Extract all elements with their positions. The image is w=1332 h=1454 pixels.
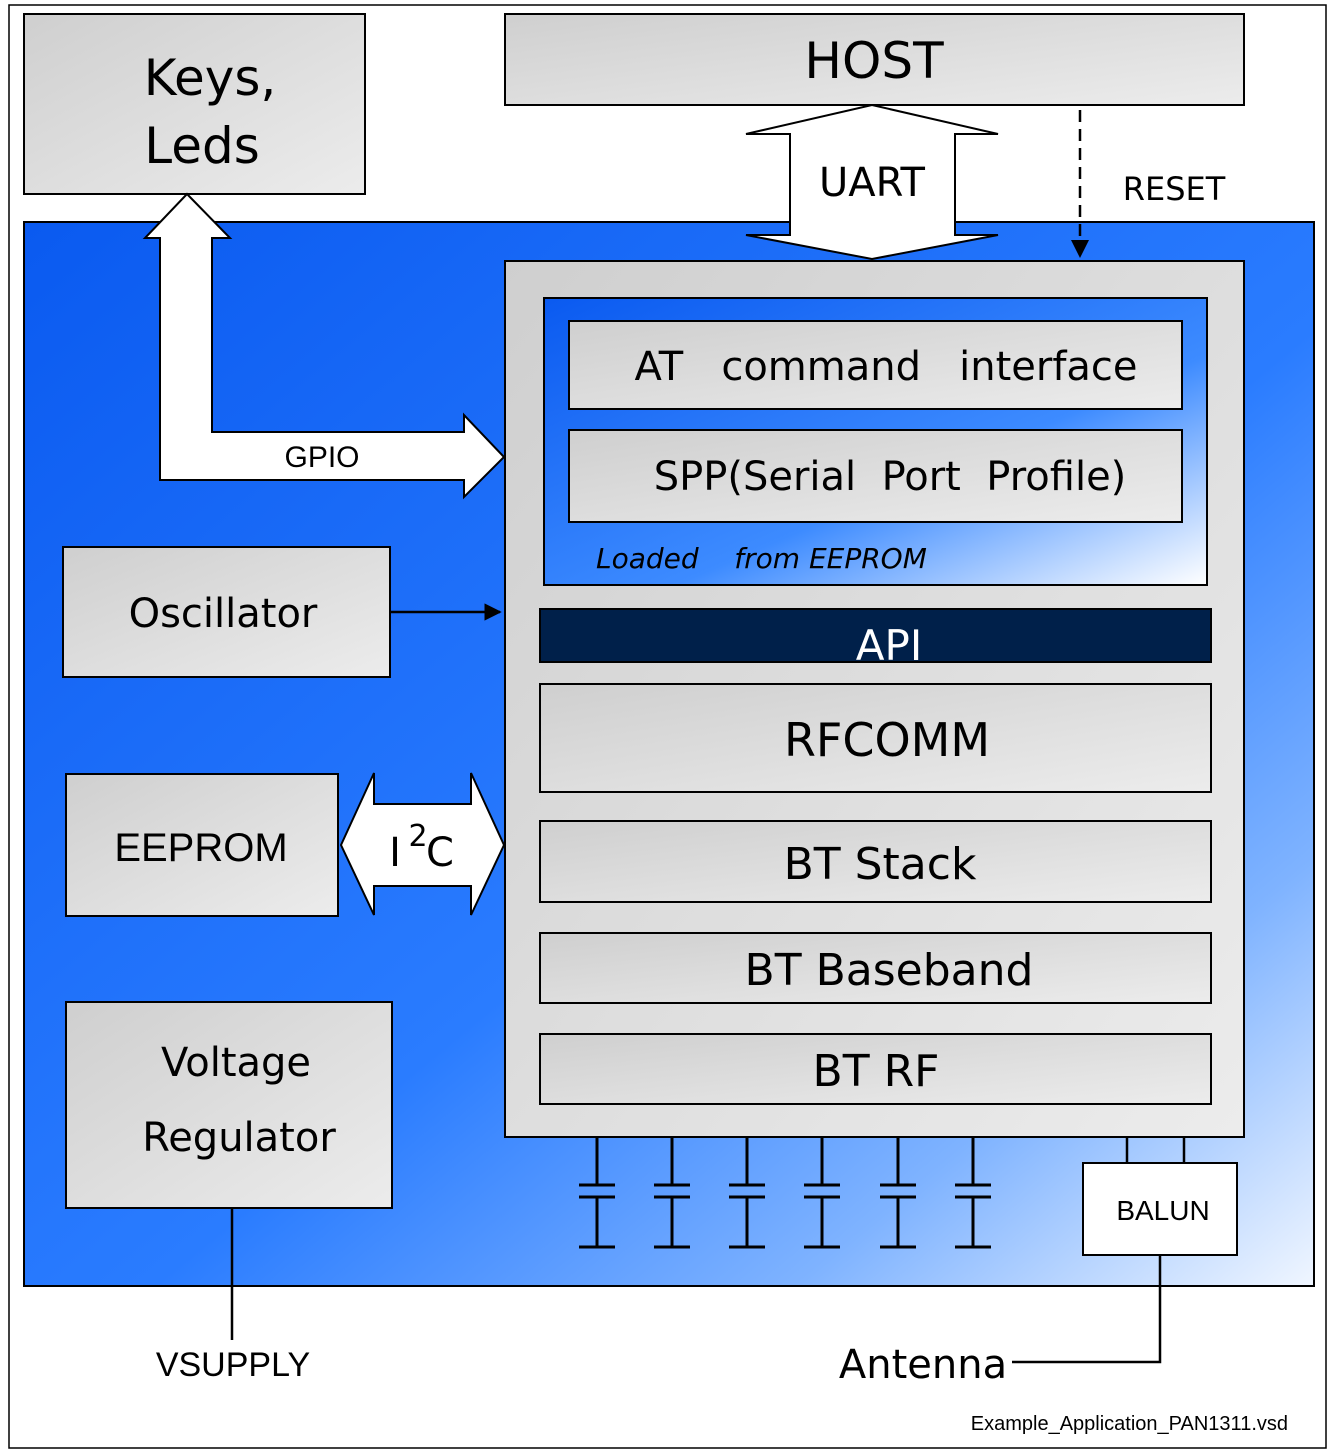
spp-label: SPP(Serial Port Profile) bbox=[654, 454, 1127, 500]
i2c-label-c: C bbox=[426, 830, 454, 876]
capacitor-5 bbox=[880, 1137, 916, 1249]
filename-caption: Example_Application_PAN1311.vsd bbox=[971, 1413, 1288, 1435]
capacitor-6 bbox=[955, 1137, 991, 1249]
capacitor-2 bbox=[654, 1137, 690, 1249]
i2c-arrow: I 2 C bbox=[339, 772, 506, 916]
voltage-regulator-block: Voltage Regulator bbox=[65, 1001, 393, 1209]
rfcomm-label: RFCOMM bbox=[784, 713, 990, 767]
bt-rf-block: BT RF bbox=[539, 1033, 1212, 1105]
firmware-area: AT command interface SPP(Serial Port Pro… bbox=[543, 297, 1208, 586]
regulator-label: Regulator bbox=[142, 1115, 336, 1161]
spp-block bbox=[568, 429, 1183, 523]
reset-signal: RESET bbox=[1071, 110, 1226, 258]
api-bar: API bbox=[539, 608, 1212, 670]
uart-label: UART bbox=[819, 160, 926, 206]
bt-baseband-block: BT Baseband bbox=[539, 932, 1212, 1004]
at-command-label: AT command interface bbox=[634, 344, 1137, 390]
api-label: API bbox=[856, 621, 922, 670]
host-block: HOST bbox=[504, 13, 1245, 106]
host-label: HOST bbox=[804, 32, 944, 90]
capacitor-3 bbox=[729, 1137, 765, 1249]
balun-block: BALUN bbox=[1082, 1137, 1238, 1256]
antenna-line bbox=[1012, 1255, 1162, 1364]
rfcomm-block: RFCOMM bbox=[539, 683, 1212, 793]
uart-arrow: UART bbox=[745, 103, 999, 261]
at-command-block bbox=[568, 320, 1183, 410]
loaded-from-eeprom-note: Loaded from EEPROM bbox=[596, 542, 927, 575]
gpio-label: GPIO bbox=[284, 441, 359, 474]
reset-label: RESET bbox=[1123, 170, 1226, 208]
antenna-label: Antenna bbox=[839, 1342, 1007, 1388]
bt-baseband-label: BT Baseband bbox=[745, 945, 1034, 996]
oscillator-block: Oscillator bbox=[62, 546, 391, 678]
i2c-label-i: I bbox=[389, 830, 401, 876]
eeprom-label: EEPROM bbox=[114, 826, 287, 870]
bt-stack-block: BT Stack bbox=[539, 820, 1212, 903]
keys-leds-block: Keys, Leds bbox=[23, 13, 366, 195]
balun-label: BALUN bbox=[1116, 1195, 1209, 1226]
capacitor-4 bbox=[804, 1137, 840, 1249]
gpio-arrow: GPIO bbox=[142, 192, 506, 500]
leds-label: Leds bbox=[144, 117, 260, 175]
oscillator-label: Oscillator bbox=[129, 591, 318, 637]
keys-label: Keys, bbox=[144, 49, 277, 107]
decoupling-capacitors bbox=[579, 1137, 991, 1249]
voltage-label: Voltage bbox=[161, 1040, 311, 1086]
i2c-label-superscript: 2 bbox=[408, 819, 427, 854]
vsupply-label: VSUPPLY bbox=[156, 1346, 310, 1384]
bt-stack-label: BT Stack bbox=[784, 839, 977, 890]
eeprom-block: EEPROM bbox=[65, 773, 339, 917]
capacitor-1 bbox=[579, 1137, 615, 1249]
bt-rf-label: BT RF bbox=[813, 1046, 940, 1097]
